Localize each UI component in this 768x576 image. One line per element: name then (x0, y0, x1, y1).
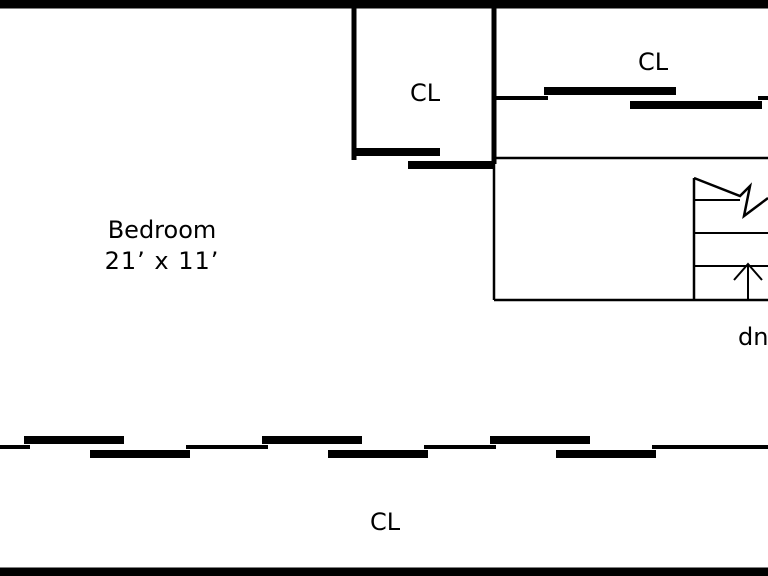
stair-break-line (693, 176, 768, 219)
stair-arrow-head (733, 262, 763, 281)
closet-label-bottom: CL (370, 508, 401, 536)
closet-label-top-right: CL (638, 48, 669, 76)
closet-label-top-left: CL (410, 79, 441, 107)
room-dimensions-bedroom: 21’ x 11’ (104, 247, 220, 275)
stairs-direction-label: dn (738, 323, 768, 351)
room-label-bedroom: Bedroom (107, 216, 217, 244)
